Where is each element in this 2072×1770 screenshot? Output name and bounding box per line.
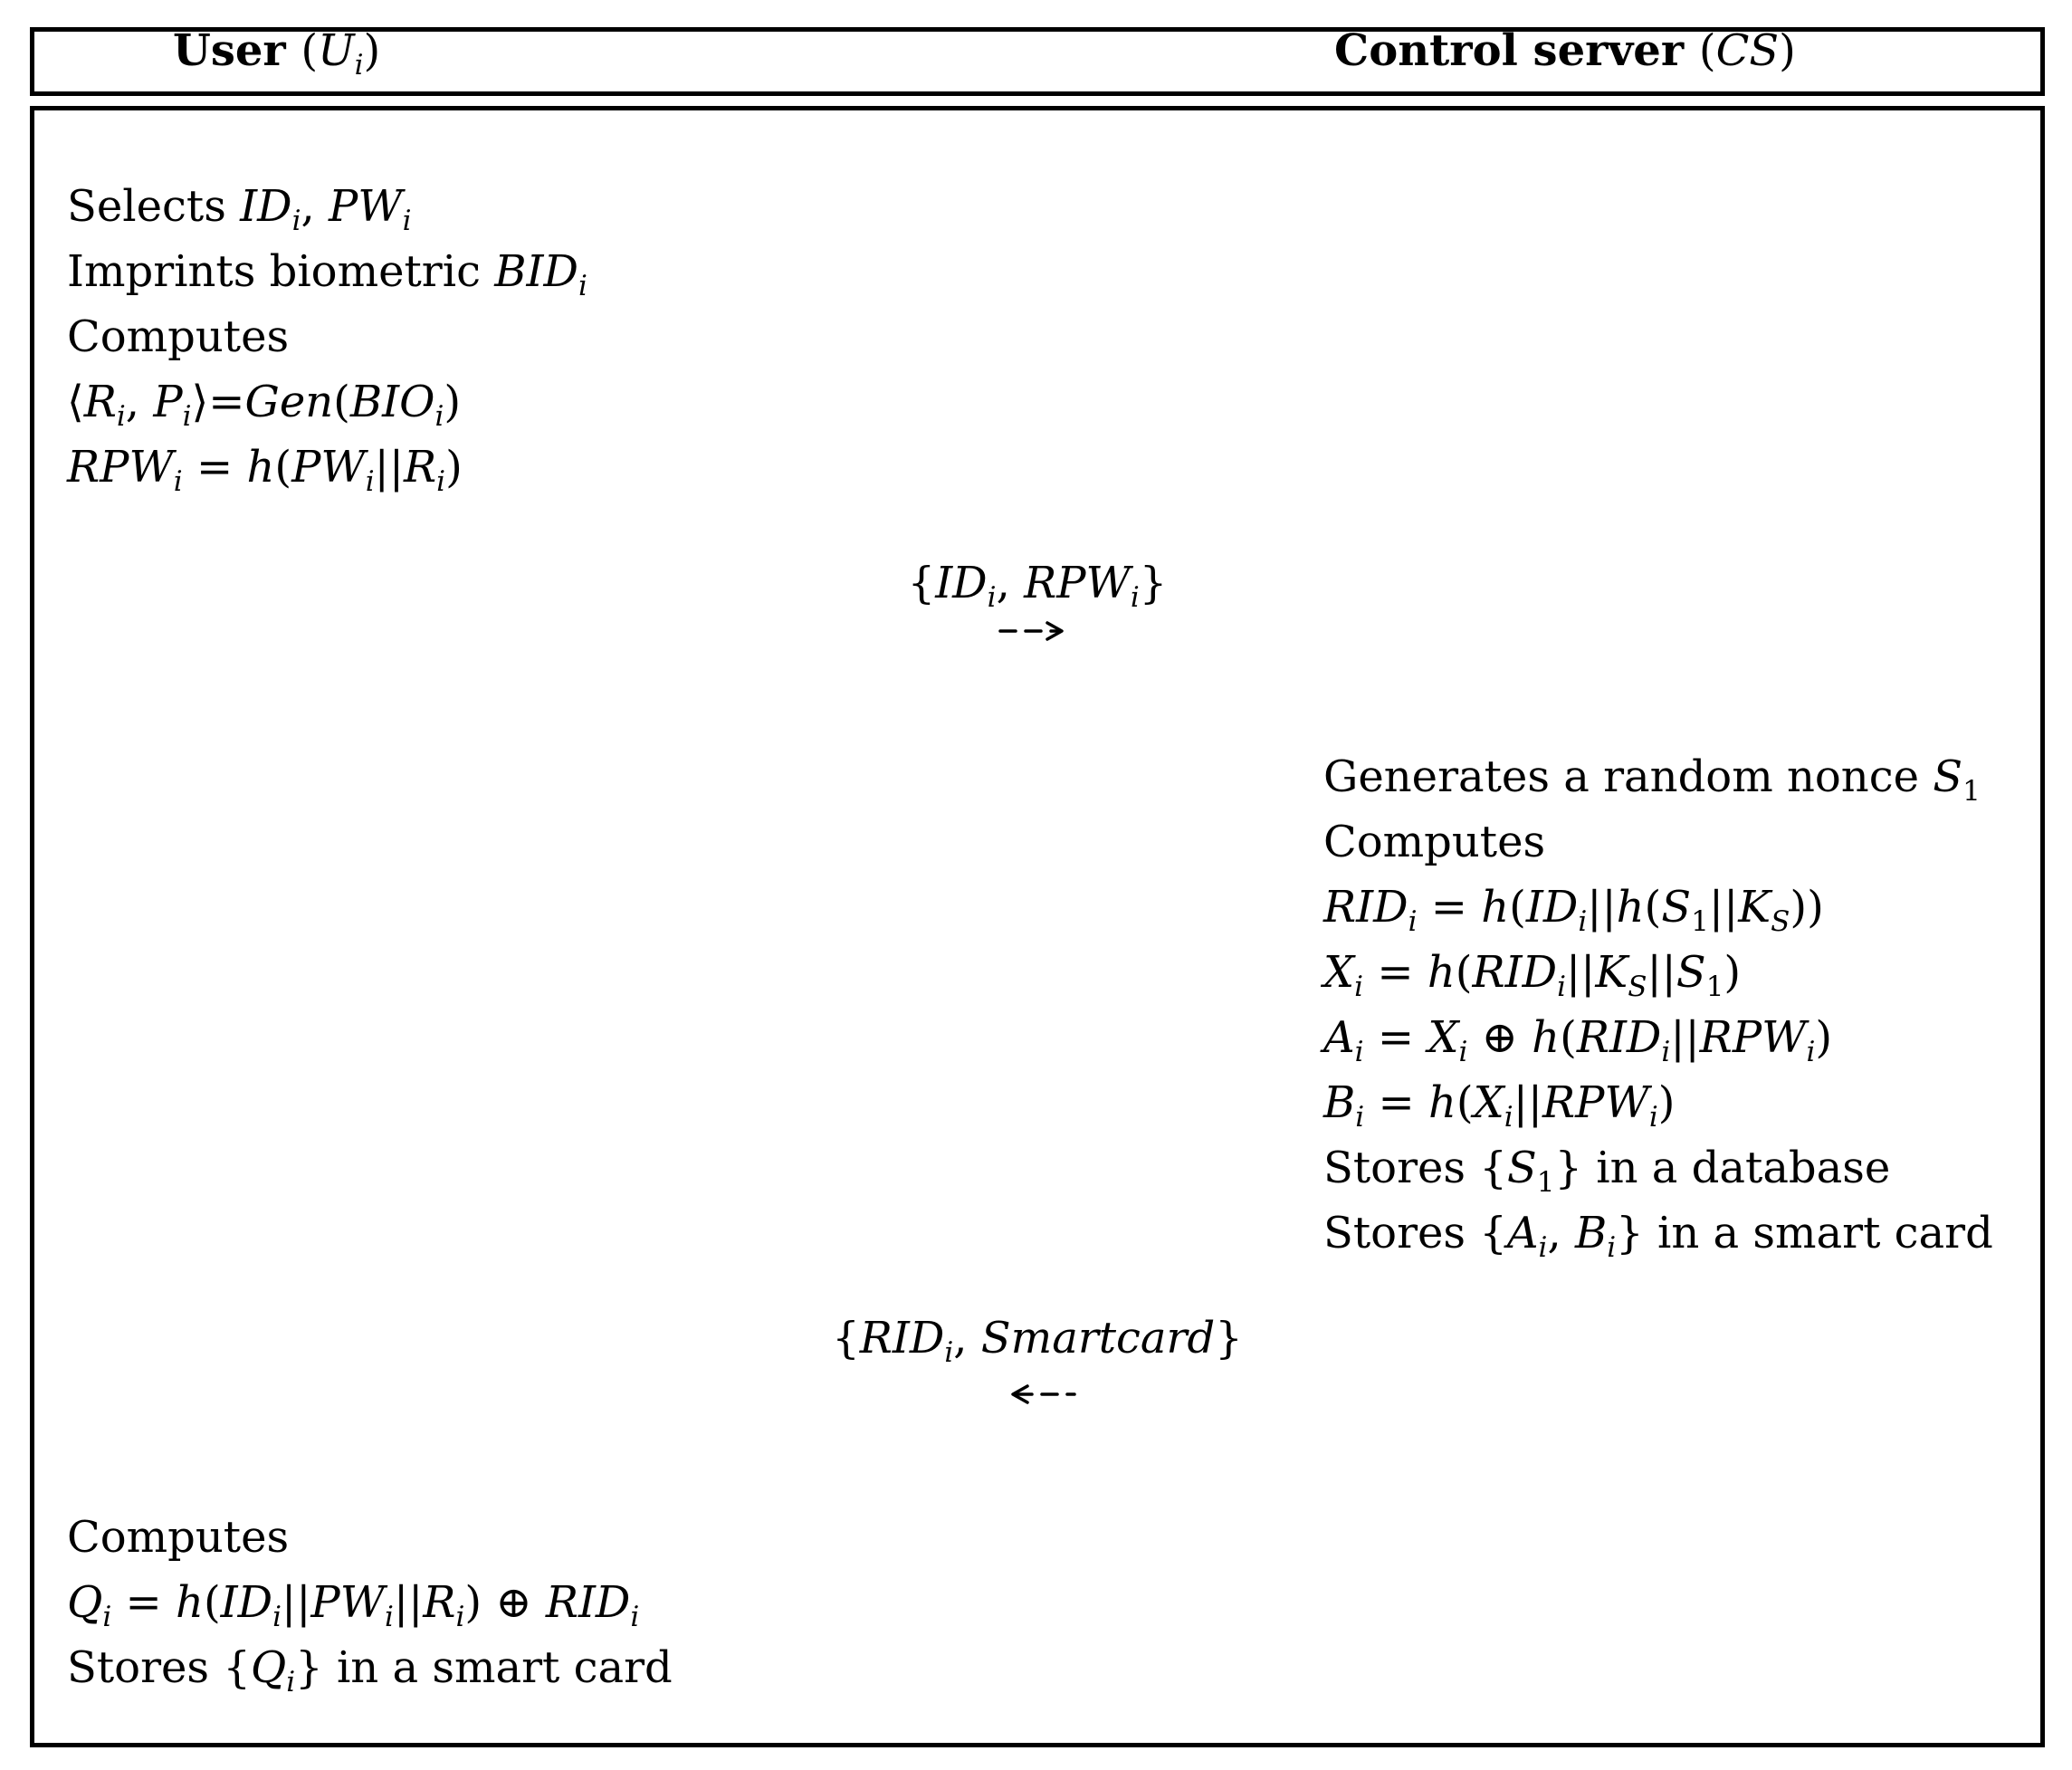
text-line: ⟨Ri, Pi⟩=Gen(BIOi) <box>67 377 462 433</box>
text-line: Ai = Xi ⊕ h(RIDi||RPWi) <box>1323 1012 1833 1068</box>
message-to-user-payload: {RIDi, Smartcard} <box>34 1306 2040 1371</box>
text-line: Computes <box>67 311 290 362</box>
text-line: {IDi, RPWi} <box>907 558 1168 614</box>
text-line: Computes <box>67 1512 290 1563</box>
text-line: Generates a random nonce S1 <box>1323 751 1981 808</box>
text-line: Xi = h(RIDi||KS||S1) <box>1323 947 1742 1003</box>
text-line: Qi = h(IDi||PWi||Ri) ⊕ RIDi <box>67 1577 640 1633</box>
message-to-server-payload: {IDi, RPWi} <box>34 550 2040 616</box>
text-line: Stores {S1} in a database <box>1323 1143 1891 1199</box>
dashed-arrow-right-icon <box>997 617 1078 645</box>
text-line: Stores {Ai, Bi} in a smart card <box>1323 1208 1993 1264</box>
text-line: User (Ui) <box>173 25 381 81</box>
text-line: Selects IDi, PWi <box>67 181 412 237</box>
text-line: Control server (CS) <box>1334 25 1796 76</box>
text-line: Imprints biometric BIDi <box>67 246 587 302</box>
text-line: Bi = h(Xi||RPWi) <box>1323 1077 1676 1134</box>
text-line: RPWi = h(PWi||Ri) <box>67 442 463 498</box>
column-header-box: User (Ui) Control server (CS) <box>30 27 2045 96</box>
text-line: {RIDi, Smartcard} <box>832 1313 1243 1369</box>
user-column-header: User (Ui) <box>173 29 380 94</box>
text-line: RIDi = h(IDi||h(S1||KS)) <box>1323 882 1824 938</box>
text-line: Stores {Qi} in a smart card <box>67 1642 673 1698</box>
text-line: Computes <box>1323 817 1546 867</box>
control-server-column-header: Control server (CS) <box>1334 29 1796 94</box>
dashed-arrow-left-icon <box>997 1381 1078 1408</box>
